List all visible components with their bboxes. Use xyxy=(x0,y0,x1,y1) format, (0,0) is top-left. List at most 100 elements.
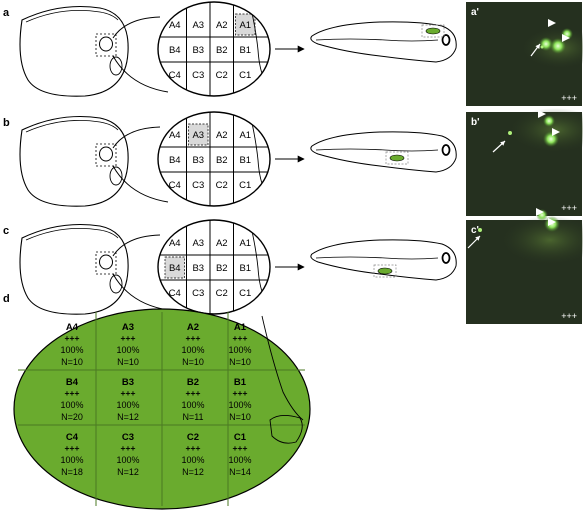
grid-cell-label: B4 xyxy=(169,263,181,274)
fate-map-edge-line xyxy=(261,315,304,421)
grid-cell-label: A4 xyxy=(169,238,181,249)
grid-cell-label: B2 xyxy=(216,155,228,166)
graft-region-box xyxy=(385,151,409,165)
grid-cell-label: C2 xyxy=(216,288,228,299)
fate-cell-percent: 100% xyxy=(228,345,251,355)
grid-cell-label: A1 xyxy=(239,238,251,249)
panel-letter: a xyxy=(3,7,10,19)
tadpole-outline xyxy=(310,239,457,281)
fate-cell-B1: B1+++100%N=10 xyxy=(228,377,251,422)
highlight-cell xyxy=(164,256,185,279)
fate-cell-percent: 100% xyxy=(116,455,139,465)
grid-cell-label: B1 xyxy=(239,155,251,166)
grid-cell-label: B3 xyxy=(192,155,204,166)
fate-cell-percent: 100% xyxy=(60,455,83,465)
dorsal-lip xyxy=(99,146,113,162)
grid-cell-label: B2 xyxy=(216,45,228,56)
photo-letter: b' xyxy=(471,117,480,128)
fluorescent-dot xyxy=(508,131,512,135)
tadpole-eye xyxy=(441,144,451,156)
blastopore xyxy=(109,166,123,186)
fate-cell-score: +++ xyxy=(233,443,248,453)
tadpole-fin-line xyxy=(315,38,439,42)
fate-cell-n: N=12 xyxy=(117,412,139,422)
fate-cell-C1: C1+++100%N=14 xyxy=(228,432,251,477)
highlight-cell xyxy=(188,123,209,146)
fate-cell-label: B2 xyxy=(187,377,199,388)
dorsal-lip xyxy=(99,36,113,52)
fate-cell-label: A3 xyxy=(122,322,134,333)
grid-cell-label: A2 xyxy=(216,130,228,141)
fate-cell-percent: 100% xyxy=(116,345,139,355)
fate-cell-label: C4 xyxy=(66,432,79,443)
fate-cell-percent: 100% xyxy=(60,345,83,355)
source-region-box xyxy=(95,143,117,167)
grid-cell-label: A2 xyxy=(216,238,228,249)
grid-cell-label: A1 xyxy=(239,130,251,141)
fate-cell-n: N=20 xyxy=(61,412,83,422)
white-arrow-head xyxy=(475,236,480,241)
tadpole-fin-line xyxy=(315,256,439,260)
fate-cell-percent: 100% xyxy=(181,400,204,410)
fate-cell-label: C2 xyxy=(187,432,199,443)
fate-cell-score: +++ xyxy=(186,333,201,343)
tadpole-outline xyxy=(310,21,457,63)
fate-cell-C2: C2+++100%N=12 xyxy=(181,432,204,477)
tadpole-eye xyxy=(441,34,451,46)
fate-cell-percent: 100% xyxy=(228,400,251,410)
fate-cell-n: N=10 xyxy=(229,357,251,367)
zoom-line-top xyxy=(112,234,161,257)
arrowhead-marker xyxy=(548,19,556,27)
fluorescent-dot xyxy=(478,228,482,232)
tadpole-eye xyxy=(441,252,451,264)
fate-cell-label: B3 xyxy=(122,377,134,388)
fate-cell-score: +++ xyxy=(186,443,201,453)
photo-letter: a' xyxy=(471,7,479,18)
fate-cell-n: N=10 xyxy=(61,357,83,367)
fluorescent-spot xyxy=(543,115,555,127)
grid-cell-label: C3 xyxy=(192,70,204,81)
fate-cell-score: +++ xyxy=(233,388,248,398)
fate-cell-n: N=10 xyxy=(182,357,204,367)
fate-cell-C4: C4+++100%N=18 xyxy=(60,432,83,477)
grid-cell-label: C1 xyxy=(239,288,251,299)
fate-cell-score: +++ xyxy=(121,443,136,453)
embryo-inner-line xyxy=(25,10,119,23)
fate-map-blastopore xyxy=(269,415,303,444)
grid-cell-label: B4 xyxy=(169,45,181,56)
tadpole-fin-line xyxy=(315,148,439,152)
graft-region-box xyxy=(373,264,397,278)
fate-cell-C3: C3+++100%N=12 xyxy=(116,432,139,477)
fate-cell-n: N=10 xyxy=(229,412,251,422)
zoom-line-bottom xyxy=(112,165,169,203)
grid-cell-label: B4 xyxy=(169,155,181,166)
fate-cell-A1: A1+++100%N=10 xyxy=(228,322,251,367)
white-arrow-head xyxy=(535,44,540,49)
tadpole-outline xyxy=(310,131,457,173)
grid-cell-label: C4 xyxy=(169,288,181,299)
grid-cell-label: C3 xyxy=(192,180,204,191)
panel-d: dA4+++100%N=10A3+++100%N=10A2+++100%N=10… xyxy=(3,293,311,510)
grid-cell-label: A1 xyxy=(239,20,251,31)
panel-letter: c xyxy=(3,225,9,237)
blastopore xyxy=(109,56,123,76)
source-region-box xyxy=(95,251,117,275)
grid-cell-label: C3 xyxy=(192,288,204,299)
grid-cell-label: A3 xyxy=(192,130,204,141)
zoom-line-bottom xyxy=(112,55,169,93)
zoom-line-top xyxy=(112,126,161,149)
grid-cell-label: C1 xyxy=(239,180,251,191)
fate-cell-percent: 100% xyxy=(228,455,251,465)
grid-cell-label: A3 xyxy=(192,20,204,31)
white-arrow-head xyxy=(500,141,505,146)
grid-circle-outline xyxy=(157,1,271,97)
grid-cell-label: A4 xyxy=(169,130,181,141)
arrowhead-marker xyxy=(548,218,556,226)
fluorescence-photo: c'+++ xyxy=(466,208,583,324)
grid-circle-outline xyxy=(157,111,271,207)
fate-cell-n: N=12 xyxy=(117,467,139,477)
